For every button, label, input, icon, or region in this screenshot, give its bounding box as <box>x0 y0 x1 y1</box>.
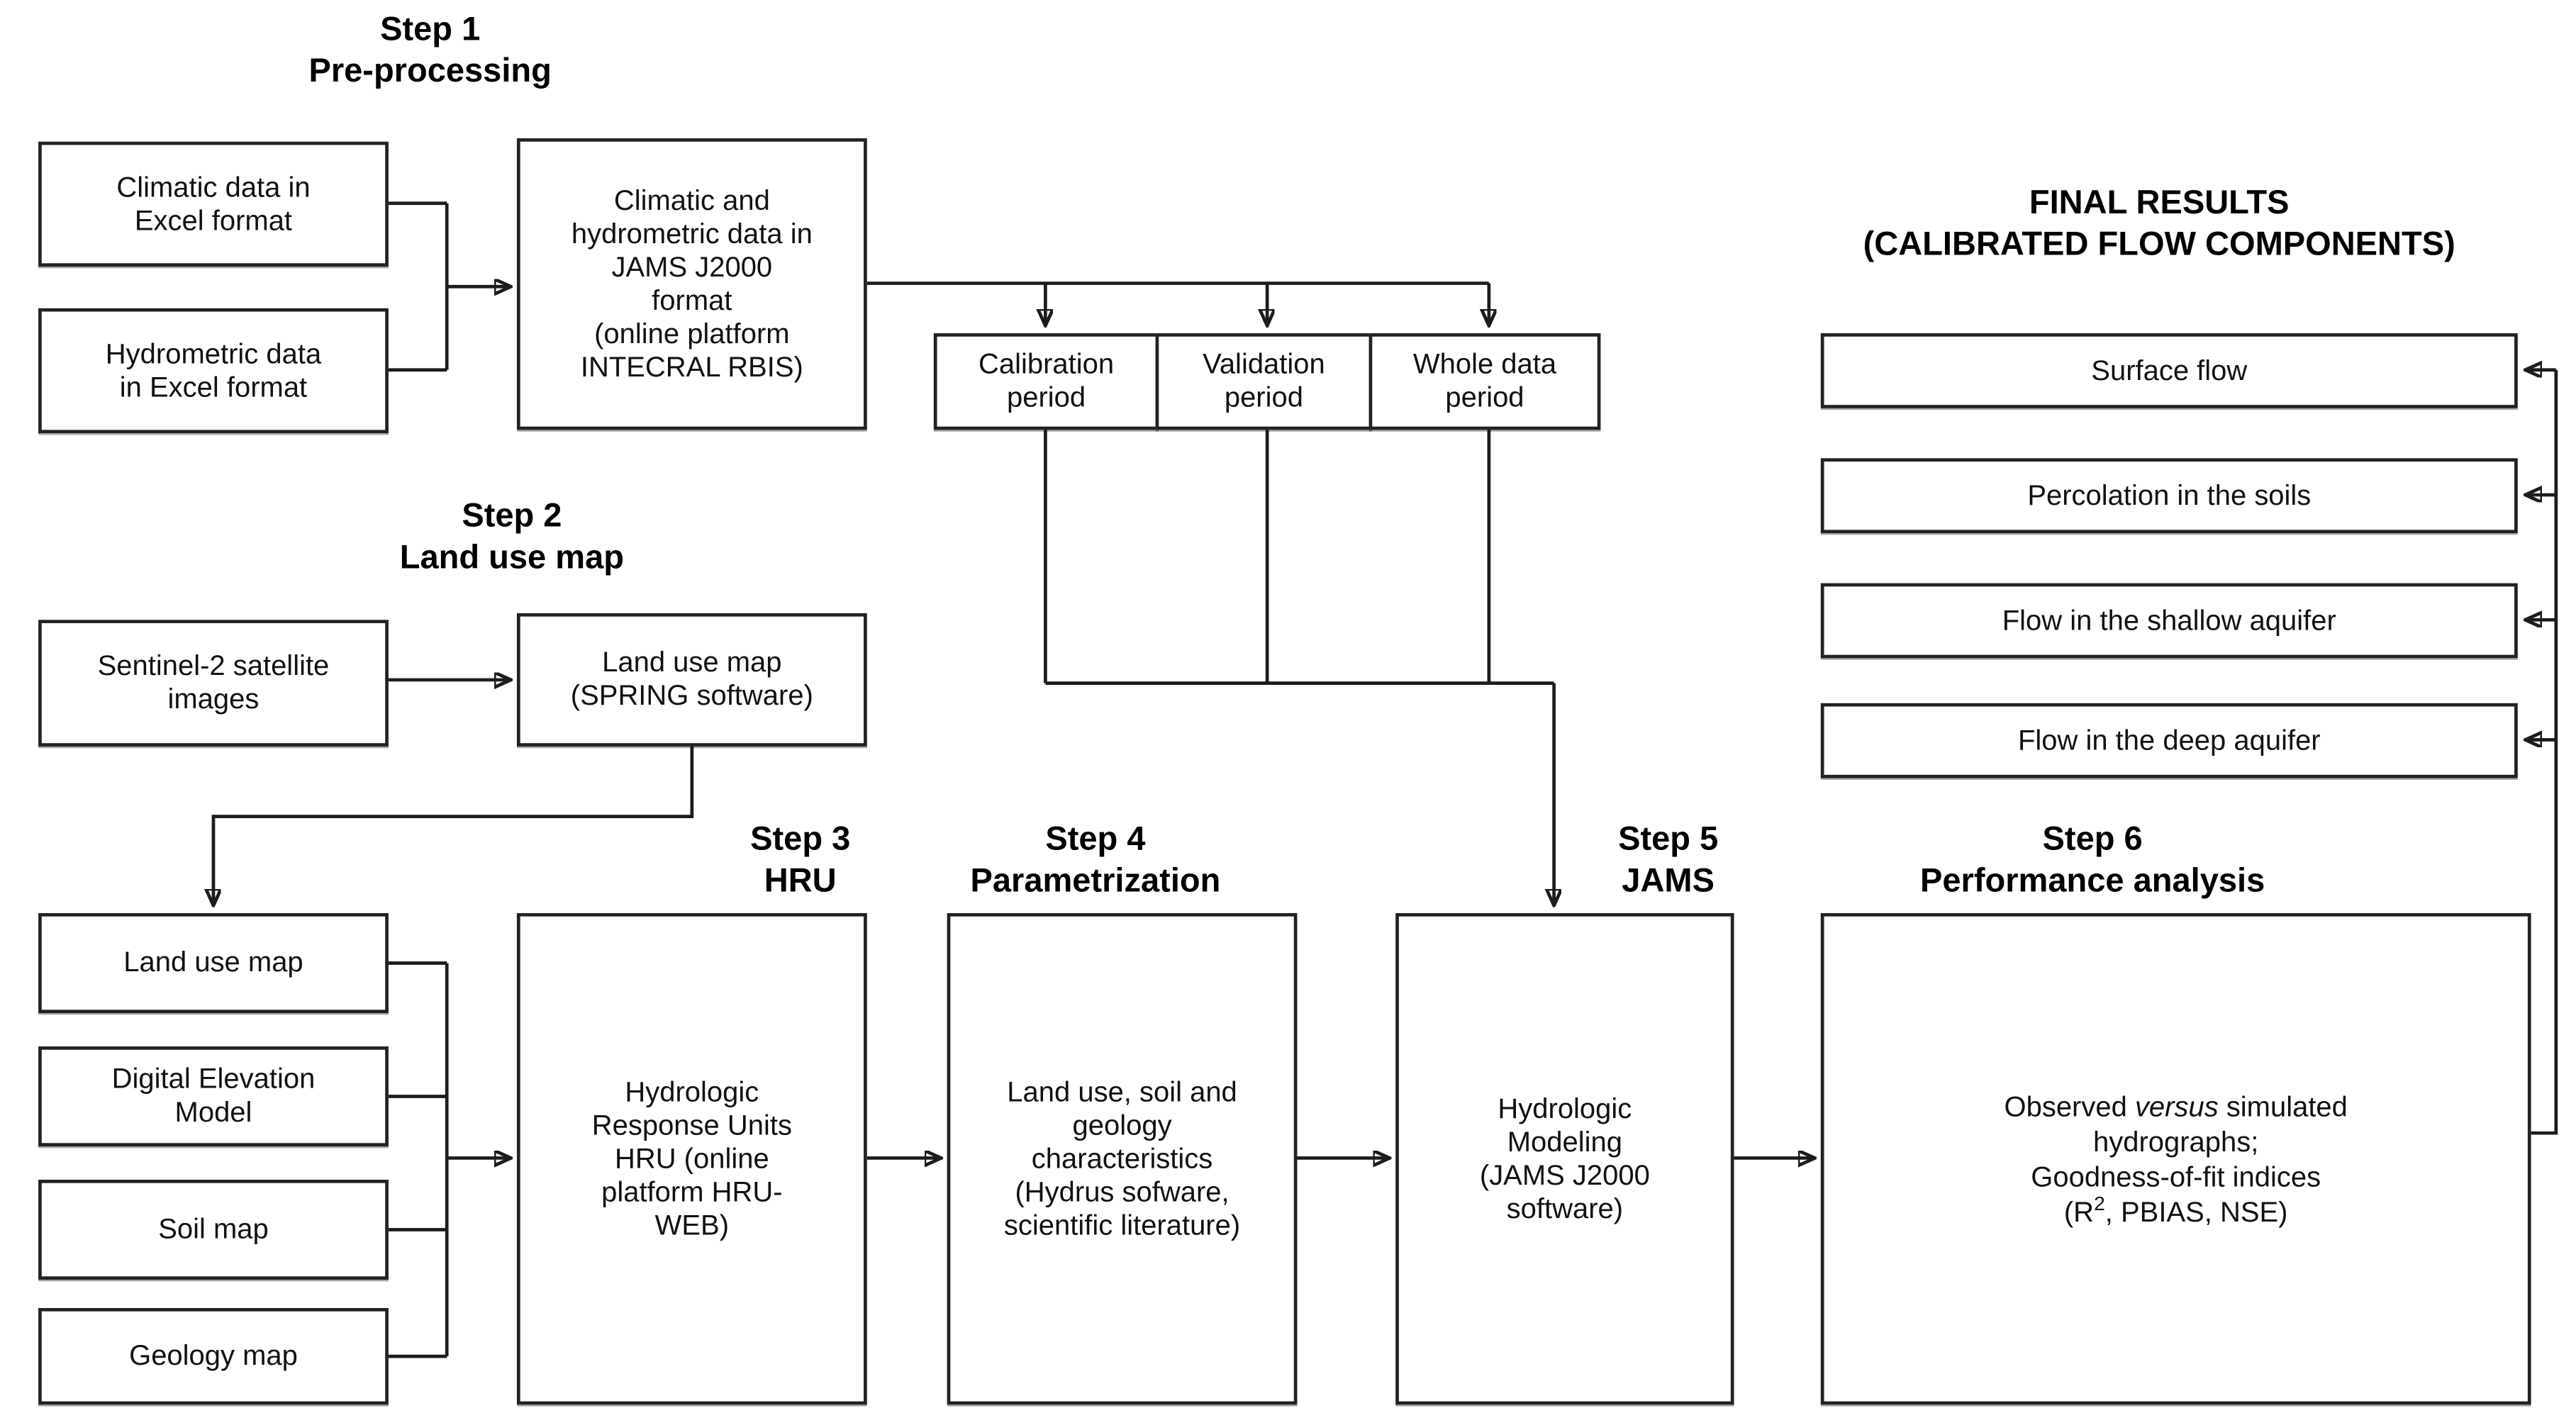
box-climatic-data-text: Climatic data in Excel format <box>116 170 311 236</box>
box-shallow-aquifer-text: Flow in the shallow aquifer <box>2002 603 2336 636</box>
box-surface-flow: Surface flow <box>1820 333 2518 408</box>
performance-line3: Goodness-of-fit indices <box>2031 1160 2321 1192</box>
box-sentinel-images-text: Sentinel-2 satellite images <box>97 649 330 715</box>
box-jams-format-text: Climatic and hydrometric data in JAMS J2… <box>571 184 813 383</box>
step3-label: Step 3 HRU <box>667 820 934 903</box>
box-land-use-map: Land use map <box>38 912 389 1013</box>
box-hydrometric-data: Hydrometric data in Excel format <box>38 308 389 434</box>
step4-label: Step 4 Parametrization <box>929 820 1262 903</box>
box-jams-modeling-text: Hydrologic Modeling (JAMS J2000 software… <box>1479 1092 1650 1224</box>
box-whole-data-period: Whole data period <box>1368 333 1601 430</box>
performance-line2: hydrographs; <box>2093 1125 2259 1158</box>
box-performance-analysis-text: Observed versus simulated hydrographs; G… <box>2005 1089 2348 1229</box>
box-soil-map-text: Soil map <box>158 1213 269 1245</box>
step5-title: Step 5 <box>1618 821 1719 859</box>
step5-label: Step 5 JAMS <box>1564 820 1773 903</box>
box-percolation-text: Percolation in the soils <box>2027 479 2312 511</box>
box-jams-modeling: Hydrologic Modeling (JAMS J2000 software… <box>1395 912 1734 1405</box>
box-land-use-map-text: Land use map <box>123 946 303 978</box>
step4-subtitle: Parametrization <box>970 863 1221 900</box>
final-results-title: FINAL RESULTS (CALIBRATED FLOW COMPONENT… <box>1768 184 2551 267</box>
box-landuse-spring: Land use map (SPRING software) <box>516 613 867 747</box>
box-surface-flow-text: Surface flow <box>2091 354 2248 386</box>
step2-label: Step 2 Land use map <box>345 496 679 580</box>
box-hru-text: Hydrologic Response Units HRU (online pl… <box>591 1075 792 1241</box>
box-calibration-period: Calibration period <box>933 333 1159 430</box>
box-hydrometric-data-text: Hydrometric data in Excel format <box>105 337 322 403</box>
box-validation-period: Validation period <box>1155 333 1373 430</box>
performance-line1-pre: Observed <box>2004 1090 2135 1122</box>
step2-subtitle: Land use map <box>399 540 625 577</box>
final-results-title-line1: FINAL RESULTS <box>2029 184 2290 222</box>
performance-r-squared-sup: 2 <box>2094 1191 2105 1215</box>
performance-line4-pre: (R <box>2063 1195 2095 1227</box>
box-whole-data-period-text: Whole data period <box>1412 348 1557 413</box>
box-hru: Hydrologic Response Units HRU (online pl… <box>516 912 867 1405</box>
step4-title: Step 4 <box>1045 821 1146 859</box>
box-deep-aquifer-text: Flow in the deep aquifer <box>2017 724 2321 756</box>
box-performance-analysis: Observed versus simulated hydrographs; G… <box>1820 912 2531 1405</box>
box-geology-map: Geology map <box>38 1307 389 1405</box>
box-parametrization-text: Land use, soil and geology characteristi… <box>1003 1075 1241 1241</box>
box-soil-map: Soil map <box>38 1180 389 1280</box>
performance-line4-post: , PBIAS, NSE) <box>2104 1195 2288 1227</box>
box-deep-aquifer: Flow in the deep aquifer <box>1820 703 2518 778</box>
performance-line1-post: simulated <box>2218 1090 2348 1122</box>
step1-title: Step 1 <box>380 11 481 49</box>
step1-label: Step 1 Pre-processing <box>264 10 597 94</box>
box-digital-elevation-model: Digital Elevation Model <box>38 1046 389 1147</box>
step3-subtitle: HRU <box>764 863 837 900</box>
box-sentinel-images: Sentinel-2 satellite images <box>38 620 389 747</box>
box-geology-map-text: Geology map <box>129 1339 298 1372</box>
box-jams-format: Climatic and hydrometric data in JAMS J2… <box>516 138 867 430</box>
step6-title: Step 6 <box>2042 821 2143 859</box>
step5-subtitle: JAMS <box>1622 863 1715 900</box>
final-results-title-line2: (CALIBRATED FLOW COMPONENTS) <box>1863 226 2455 264</box>
step2-title: Step 2 <box>462 498 562 535</box>
box-landuse-spring-text: Land use map (SPRING software) <box>570 646 813 712</box>
step6-subtitle: Performance analysis <box>1920 863 2265 900</box>
box-percolation: Percolation in the soils <box>1820 458 2518 534</box>
box-digital-elevation-model-text: Digital Elevation Model <box>111 1063 316 1129</box>
performance-versus-italic: versus <box>2134 1090 2219 1122</box>
box-shallow-aquifer: Flow in the shallow aquifer <box>1820 583 2518 659</box>
box-climatic-data: Climatic data in Excel format <box>38 141 389 267</box>
wire-performance-to-results <box>2531 369 2558 1135</box>
step6-label: Step 6 Performance analysis <box>1842 820 2342 903</box>
box-validation-period-text: Validation period <box>1203 348 1325 413</box>
step1-subtitle: Pre-processing <box>308 53 552 90</box>
arrow-spring-to-landusemap <box>213 746 694 905</box>
step3-title: Step 3 <box>750 821 851 859</box>
box-parametrization: Land use, soil and geology characteristi… <box>947 912 1298 1405</box>
box-calibration-period-text: Calibration period <box>978 348 1115 413</box>
